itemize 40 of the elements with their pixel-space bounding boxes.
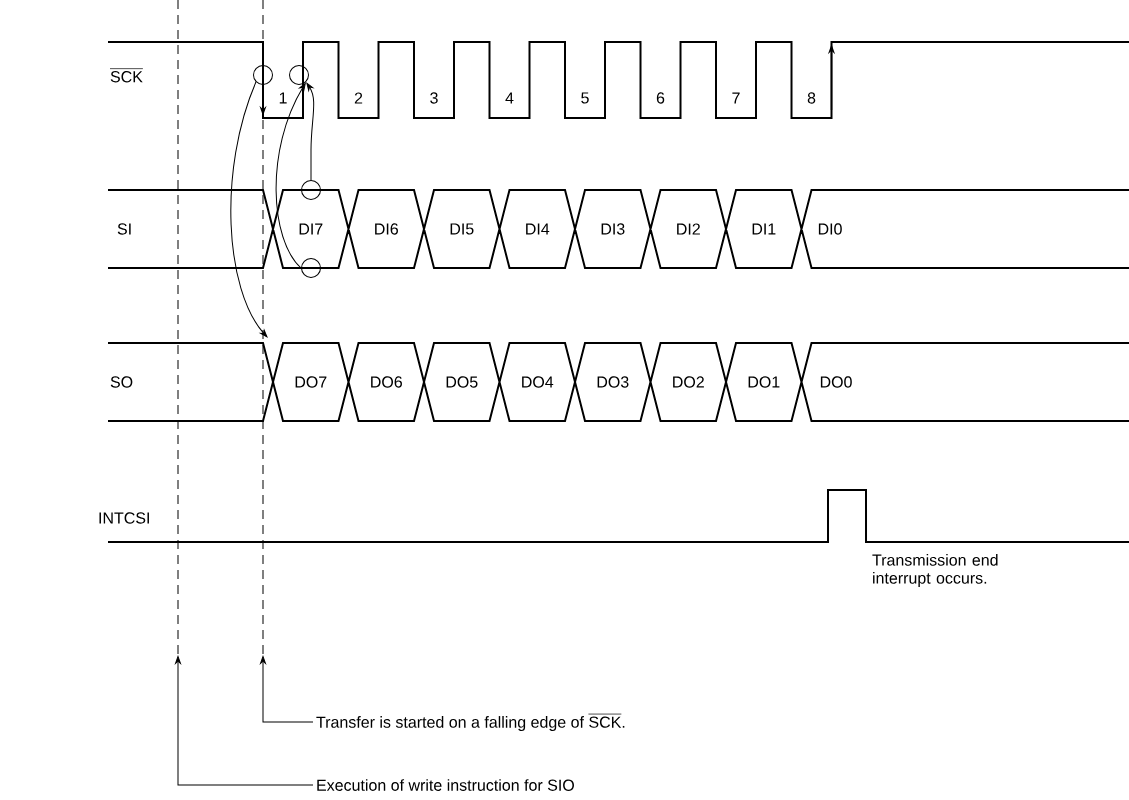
pulse-number: 3 [430,92,438,104]
bus-value: DO1 [748,376,780,388]
curved-arrow [230,81,268,338]
bus-value: DI7 [299,223,323,235]
bus-value: DO4 [522,376,554,388]
pulse-number: 4 [505,92,514,104]
circle-marker [289,65,309,85]
signal-name: SI [117,223,131,235]
note-text: $\text{Transfer is started on a falling edge of }\overline{\text{SCK}}\text{.}$ [316,714,625,731]
signal-name: INTCSI [99,512,149,524]
pulse-number: 8 [807,92,816,104]
signal-name: SO [110,376,133,388]
bus-value: DI1 [752,223,776,235]
circle-marker [301,180,321,200]
bus-value: DO3 [597,376,629,388]
pulse-number: 5 [581,92,589,104]
curved-arrow [306,82,315,181]
circle-marker [253,65,273,85]
pulse-number: 7 [732,92,740,104]
bus-value: DI0 [818,223,842,235]
signal-name: $\overline{\text{SCK}}$ [110,68,143,83]
pulse-number: 2 [354,92,363,104]
pulse-number: 1 [279,92,287,104]
bus-value: DO0 [820,376,852,388]
bus-value: DI3 [601,223,625,235]
bus-value: DI5 [450,223,474,235]
curved-arrow [275,82,306,269]
pulse-number: 6 [656,92,665,104]
circle-marker [301,258,321,278]
bus-value: DI2 [677,223,700,235]
leader-line [260,656,314,723]
bus-value: DO7 [295,376,327,388]
bus-value: DI4 [526,223,550,235]
note-text: Transmission end interrupt occurs. [872,554,998,587]
note-text: Execution of write instruction for SIO [317,779,574,791]
bus-value: DI6 [375,223,398,235]
bus-value: DO6 [371,376,402,388]
bus-value: DO2 [673,376,704,388]
leader-line [175,656,314,786]
bus-value: DO5 [446,376,478,388]
